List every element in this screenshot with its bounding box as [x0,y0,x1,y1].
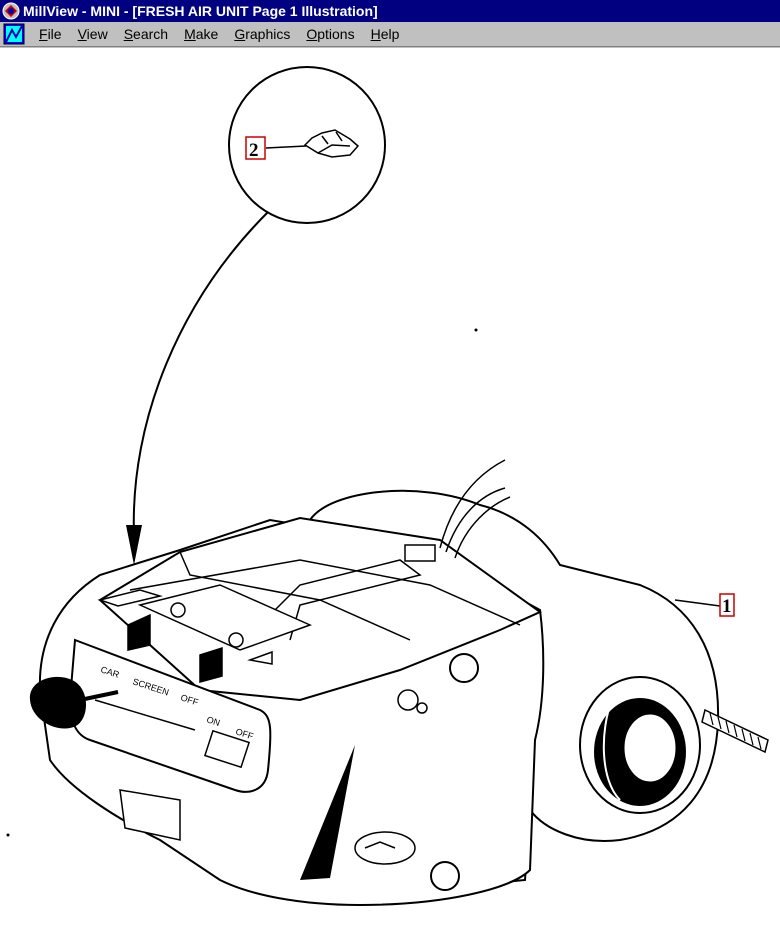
arrow-head [126,525,142,565]
callout-leader-1 [674,599,721,607]
callout-2[interactable]: 2 [245,136,266,161]
speck [6,833,10,837]
title-bar: MillView - MINI - [FRESH AIR UNIT Page 1… [0,0,780,22]
side-hole [430,861,460,891]
menu-options-rest: ptions [317,26,355,42]
menu-make[interactable]: Make [184,26,219,42]
pointer-arrow [132,211,269,536]
menu-view-rest: iew [86,26,108,42]
window-title: MillView - MINI - [FRESH AIR UNIT Page 1… [23,3,378,19]
menu-bar: File View Search Make Graphics Options H… [0,22,780,47]
fresh-air-unit-illustration: 2 [6,66,769,907]
illustration-document-icon[interactable] [3,23,25,45]
control-panel: CAR SCREEN OFF ON OFF [68,638,272,793]
menu-help-rest: elp [380,26,400,42]
callout-2-label: 2 [249,140,259,161]
cables [404,459,511,562]
menu-graphics-rest: raphics [245,26,291,42]
side-bolt [397,689,428,714]
menu-file-rest: ile [47,26,62,42]
base-band [119,789,181,841]
menu-graphics[interactable]: Graphics [234,26,291,42]
callout-1[interactable]: 1 [719,593,735,617]
menu-search-rest: earch [133,26,169,42]
menu-options[interactable]: Options [306,26,355,42]
clip-part-drawing [303,129,360,158]
menu-file[interactable]: File [39,26,62,42]
illustration-canvas[interactable]: 2 [0,48,780,931]
menu-search[interactable]: Search [123,26,169,42]
callout-leader-2 [265,145,307,149]
vent-louvre [300,745,355,880]
millview-app-icon[interactable] [2,2,20,20]
menu-help[interactable]: Help [370,26,400,42]
blower-outlet [579,676,701,814]
menu-view[interactable]: View [77,26,108,42]
threaded-rod [701,708,769,754]
panel-label-on: ON [205,714,221,728]
control-knob [29,676,119,729]
side-hole [449,653,479,683]
lid-clip-slot [97,584,313,683]
menu-make-rest: ake [195,26,219,42]
lid-seams [129,551,521,641]
panel-switch [203,729,251,769]
side-outlet [354,831,416,865]
speck [474,328,478,332]
callout-1-label: 1 [722,596,732,617]
